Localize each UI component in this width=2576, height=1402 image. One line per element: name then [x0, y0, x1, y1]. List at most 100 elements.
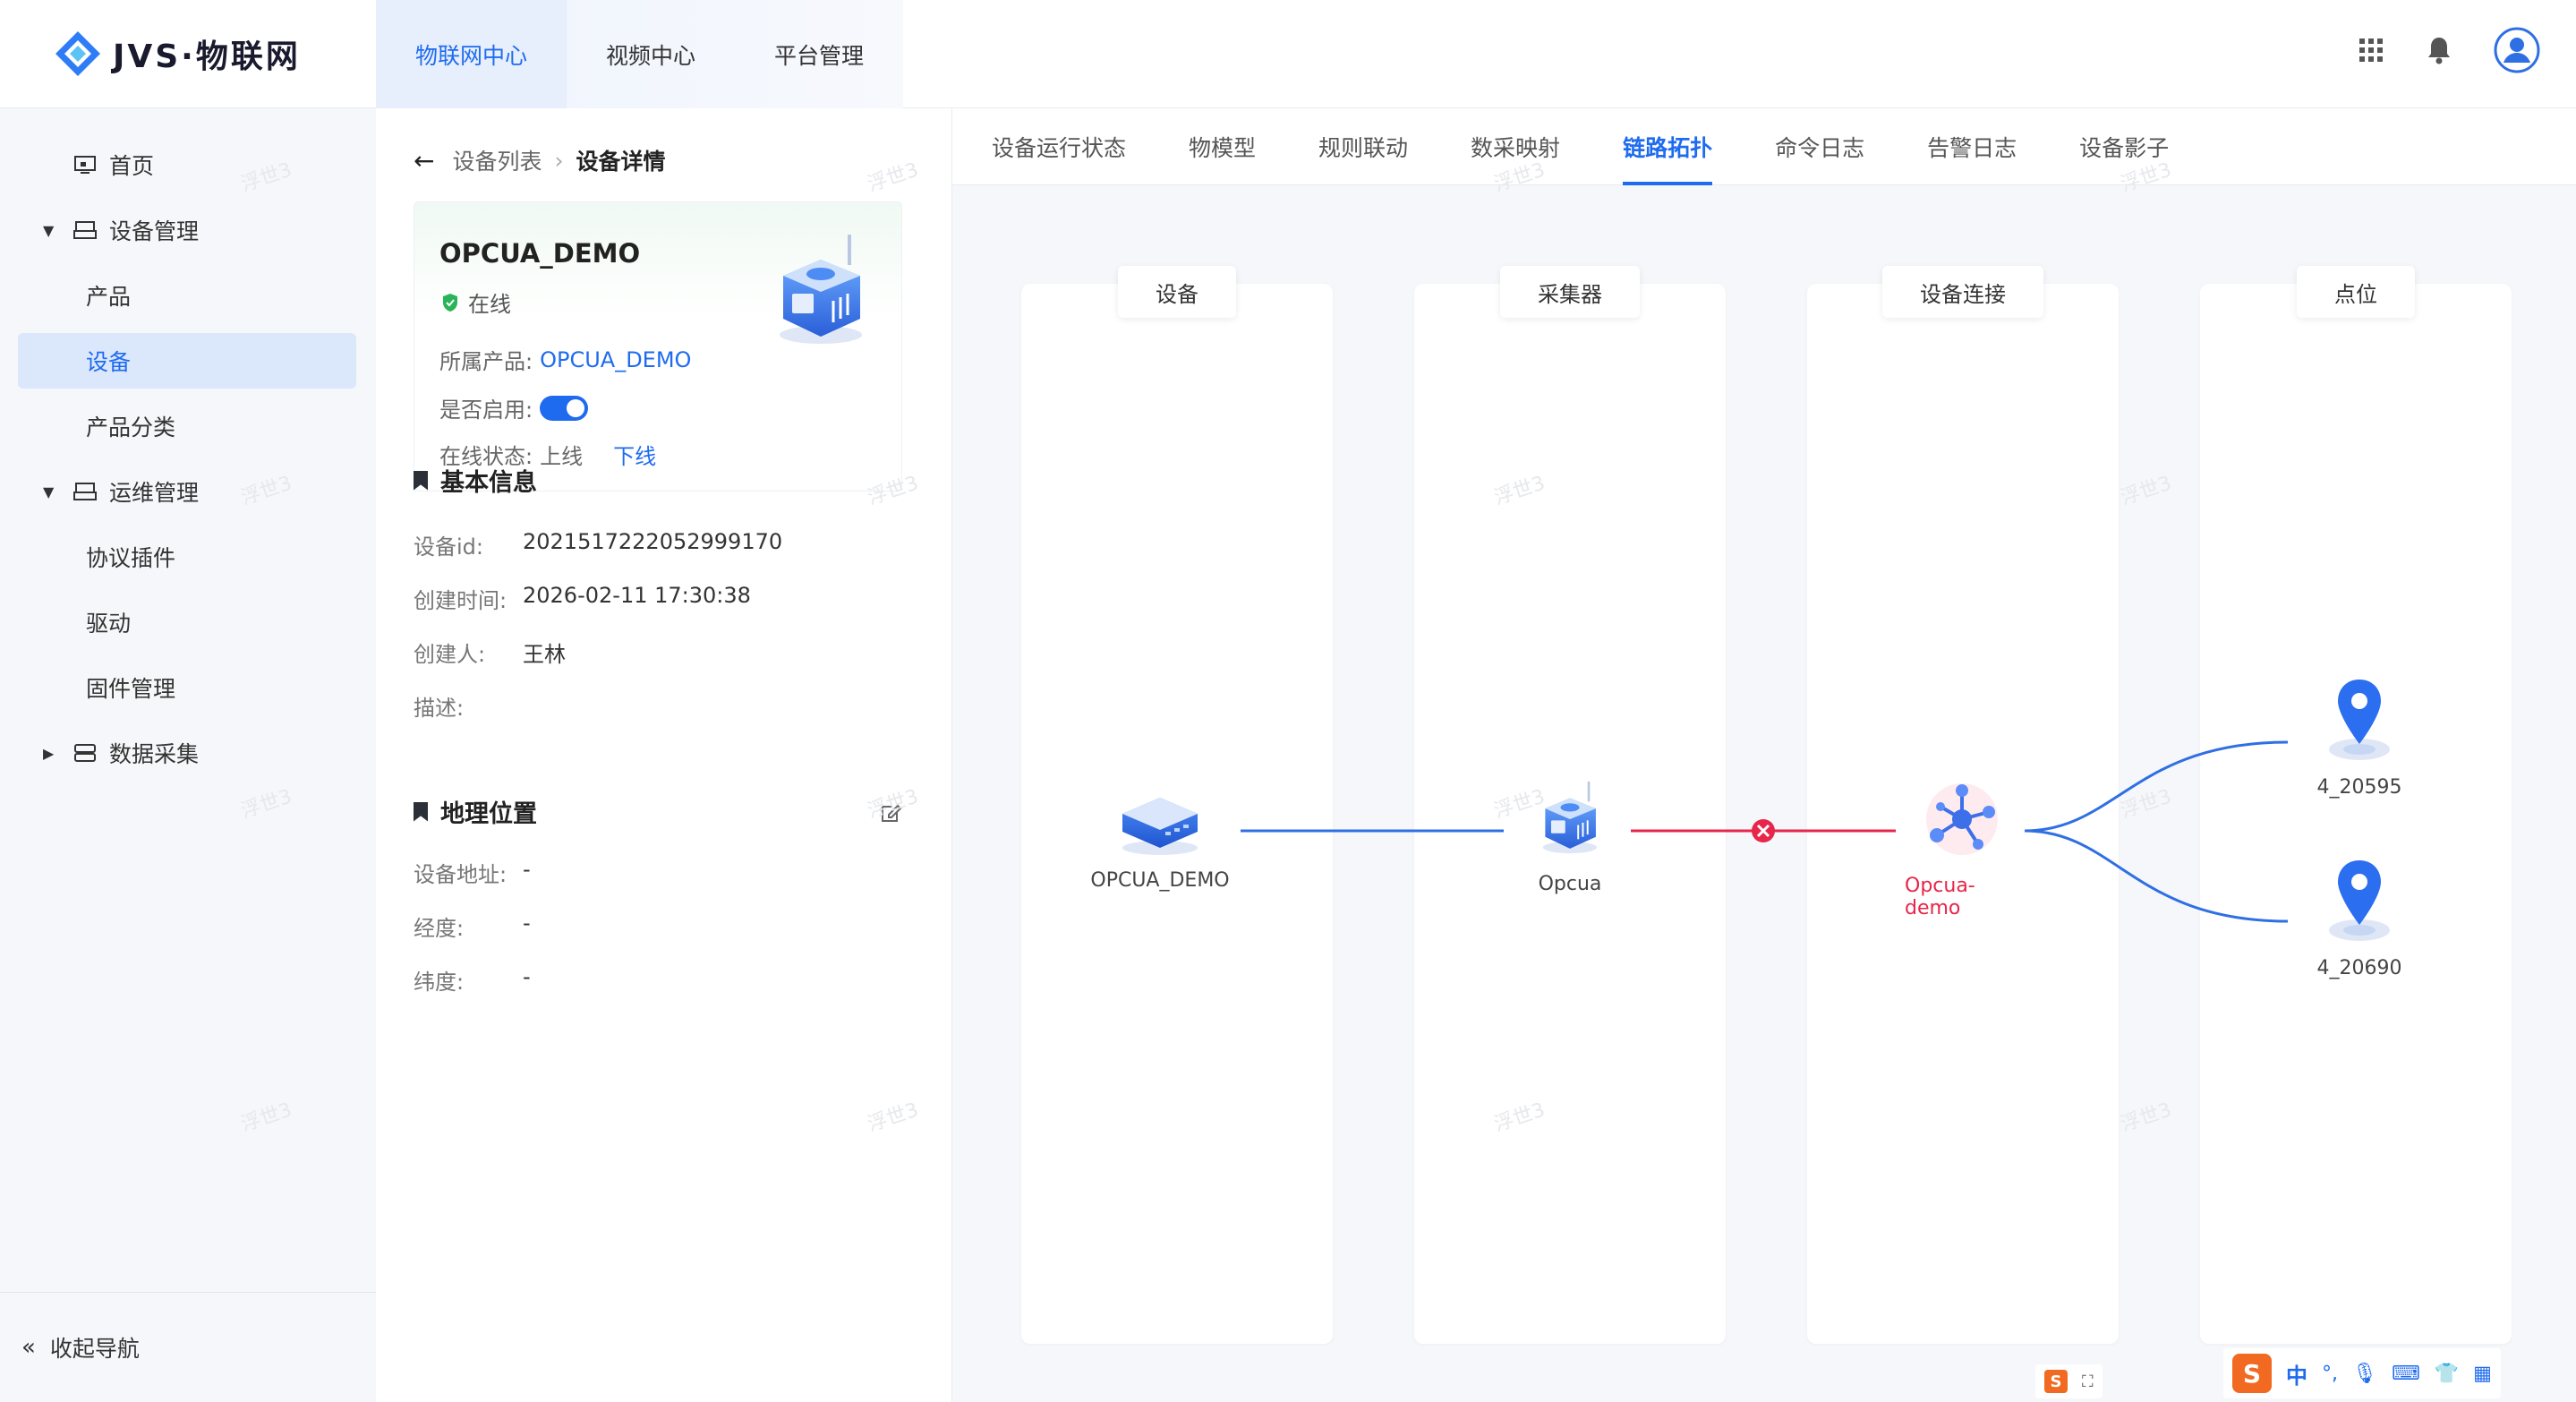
skin-shirt-icon[interactable]: 👕	[2434, 1362, 2460, 1385]
device-status-text: 在线	[468, 292, 511, 317]
sidebar-item-label: 数据采集	[109, 741, 200, 767]
info-key: 纬度:	[414, 970, 465, 995]
product-link[interactable]: OPCUA_DEMO	[540, 346, 692, 372]
topology-node-point-1[interactable]: 4_20595	[2315, 676, 2404, 799]
caret-right-icon: ▶	[43, 744, 55, 762]
enabled-row: 是否启用:	[439, 392, 589, 423]
column-header: 采集器	[1500, 266, 1640, 318]
basic-info-title-text: 基本信息	[440, 469, 537, 497]
ime-toolbar[interactable]: S 中 °, 🎙 ⌨ 👕 ▦	[2223, 1348, 2501, 1398]
sidebar-item-protocol-plugin[interactable]: 协议插件	[18, 529, 356, 585]
back-arrow-icon[interactable]: ←	[414, 145, 435, 175]
info-key: 描述:	[414, 696, 465, 721]
location-pin-icon	[2329, 860, 2390, 941]
sidebar-item-product-category[interactable]: 产品分类	[18, 398, 356, 454]
enabled-label: 是否启用:	[439, 398, 533, 423]
link-connection-point-1	[2024, 740, 2289, 833]
device-status: 在线	[439, 286, 511, 318]
sidebar-item-label: 设备	[86, 349, 132, 375]
top-nav: 物联网中心 视频中心 平台管理	[376, 0, 904, 108]
sidebar-item-label: 产品分类	[86, 415, 176, 440]
punctuation-icon[interactable]: °,	[2322, 1362, 2338, 1385]
avatar[interactable]	[2494, 27, 2540, 73]
sidebar: 首页 ▼ 设备管理 产品 设备 产品分类 ▼ 运维管理 协议插件 驱动 固件管理…	[0, 108, 376, 1402]
toolbox-grid-icon[interactable]: ▦	[2473, 1362, 2492, 1385]
tab-rule-linkage[interactable]: 规则联动	[1318, 135, 1409, 161]
enabled-toggle[interactable]	[540, 395, 589, 421]
sidebar-item-label: 驱动	[86, 611, 132, 637]
node-label: OPCUA_DEMO	[1090, 869, 1230, 892]
info-row-creator: 创建人: 王林	[414, 637, 566, 668]
sidebar-item-label: 首页	[109, 153, 155, 179]
ops-icon	[73, 483, 97, 500]
keyboard-icon[interactable]: ⌨	[2391, 1362, 2420, 1385]
offline-button[interactable]: 下线	[613, 444, 657, 469]
sidebar-item-device[interactable]: 设备	[18, 333, 356, 389]
topnav-iot-center[interactable]: 物联网中心	[376, 0, 567, 108]
location-pin-icon	[2329, 680, 2390, 760]
detail-tabs: 设备运行状态 物模型 规则联动 数采映射 链路拓扑 命令日志 告警日志 设备影子	[952, 108, 2576, 185]
sidebar-item-driver[interactable]: 驱动	[18, 594, 356, 650]
topology-column-points: 点位	[2200, 266, 2512, 1344]
apps-grid-icon[interactable]	[2358, 37, 2384, 64]
caret-down-icon: ▼	[43, 221, 55, 239]
online-row: 在线状态: 上线 下线	[439, 439, 656, 470]
tab-device-shadow[interactable]: 设备影子	[2079, 135, 2170, 161]
link-error-icon[interactable]	[1752, 819, 1775, 842]
info-value: -	[523, 964, 531, 989]
info-value: -	[523, 857, 531, 882]
ime-mini-toolbar[interactable]: S ⛶	[2035, 1364, 2103, 1398]
logo-text: JVS·物联网	[113, 38, 301, 75]
info-row-description: 描述:	[414, 690, 523, 722]
topology-node-connection[interactable]: Opcua-demo	[1905, 776, 2019, 919]
info-key: 设备地址:	[414, 862, 508, 887]
info-row-longitude: 经度: -	[414, 910, 531, 942]
top-icons	[2358, 27, 2540, 73]
topology-node-point-2[interactable]: 4_20690	[2315, 857, 2404, 979]
column-header: 设备连接	[1882, 266, 2043, 318]
info-value: -	[523, 910, 531, 936]
tab-data-mapping[interactable]: 数采映射	[1471, 135, 1561, 161]
sogou-logo-icon: S	[2232, 1354, 2272, 1393]
tab-thing-model[interactable]: 物模型	[1189, 135, 1257, 161]
tab-alarm-log[interactable]: 告警日志	[1927, 135, 2017, 161]
node-label: 4_20690	[2316, 957, 2402, 979]
device-group-icon	[73, 221, 97, 239]
device-name: OPCUA_DEMO	[439, 238, 641, 269]
sidebar-item-product[interactable]: 产品	[18, 268, 356, 323]
column-header: 点位	[2297, 266, 2415, 318]
breadcrumb-separator-icon: ›	[554, 147, 564, 174]
node-label: Opcua-demo	[1905, 875, 1975, 919]
topnav-video-center[interactable]: 视频中心	[606, 42, 696, 69]
edit-icon[interactable]	[879, 801, 902, 825]
tab-run-status[interactable]: 设备运行状态	[992, 135, 1127, 161]
breadcrumb-parent[interactable]: 设备列表	[452, 149, 542, 175]
ime-mode-toggle[interactable]: 中	[2286, 1363, 2307, 1389]
sidebar-item-label: 产品	[86, 284, 132, 310]
collapse-nav-label: 收起导航	[49, 1336, 140, 1362]
device-card: OPCUA_DEMO 在线 所属产品: OPCUA_DEMO 是否启用: 在线状…	[414, 201, 902, 492]
breadcrumb-current: 设备详情	[576, 149, 666, 175]
topnav-platform-admin[interactable]: 平台管理	[774, 42, 865, 69]
double-chevron-left-icon: «	[21, 1334, 36, 1361]
product-row: 所属产品: OPCUA_DEMO	[439, 344, 691, 375]
topology-node-collector[interactable]: Opcua	[1514, 778, 1625, 895]
sidebar-item-device-management[interactable]: ▼ 设备管理	[18, 202, 356, 258]
bell-icon[interactable]	[2426, 36, 2452, 64]
info-row-latitude: 纬度: -	[414, 964, 531, 996]
sidebar-item-data-collection[interactable]: ▶ 数据采集	[18, 725, 356, 781]
sidebar-item-firmware[interactable]: 固件管理	[18, 660, 356, 715]
topology-node-device[interactable]: OPCUA_DEMO	[1079, 785, 1241, 892]
tab-command-log[interactable]: 命令日志	[1775, 135, 1865, 161]
location-title: 地理位置	[414, 794, 537, 829]
sidebar-item-home[interactable]: 首页	[18, 137, 356, 192]
location-title-text: 地理位置	[440, 800, 537, 828]
collapse-nav-button[interactable]: « 收起导航	[0, 1292, 376, 1402]
sidebar-item-ops-management[interactable]: ▼ 运维管理	[18, 464, 356, 519]
logo[interactable]: JVS·物联网	[54, 27, 301, 81]
microphone-icon[interactable]: 🎙	[2352, 1362, 2377, 1385]
info-row-device-id: 设备id: 2021517222052999170	[414, 529, 782, 560]
info-row-created-at: 创建时间: 2026-02-11 17:30:38	[414, 583, 751, 614]
expand-icon[interactable]: ⛶	[2082, 1372, 2094, 1391]
tab-link-topology[interactable]: 链路拓扑	[1623, 108, 1713, 185]
